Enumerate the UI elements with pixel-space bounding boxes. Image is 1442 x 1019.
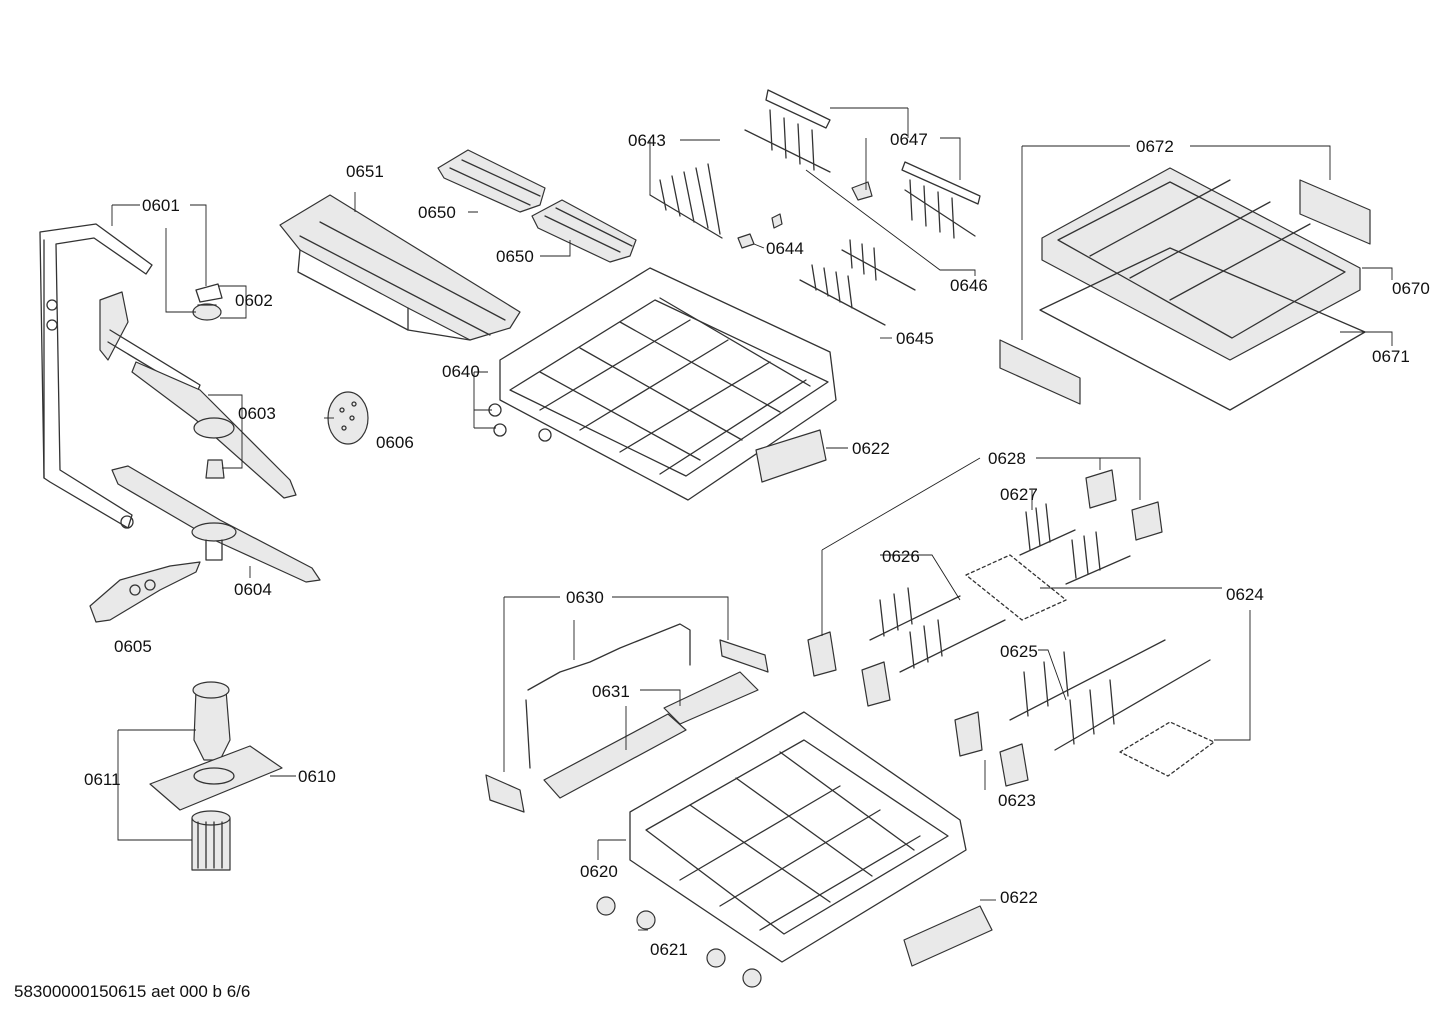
label-0631: 0631 <box>592 682 630 701</box>
wheels-drawing <box>596 896 762 988</box>
lower-basket-drawing <box>629 711 967 963</box>
part-labels: 0601 0602 0603 0604 0605 0606 0610 0611 … <box>84 130 1430 959</box>
label-0622-upper: 0622 <box>852 439 890 458</box>
label-0622-lower: 0622 <box>1000 888 1038 907</box>
label-0623: 0623 <box>998 791 1036 810</box>
cover-plate-drawing <box>89 561 201 623</box>
label-0645: 0645 <box>896 329 934 348</box>
rack-0647-side-drawing <box>901 161 981 239</box>
small-tray-drawing-upper <box>437 149 546 213</box>
label-0604: 0604 <box>234 580 272 599</box>
tine-racks-drawing <box>807 469 1211 787</box>
cutlery-tray-drawing <box>279 194 521 341</box>
rack-0643-drawing <box>649 163 723 239</box>
label-0650-upper: 0650 <box>418 203 456 222</box>
label-0620: 0620 <box>580 862 618 881</box>
label-0605: 0605 <box>114 637 152 656</box>
label-0643: 0643 <box>628 131 666 150</box>
label-0644: 0644 <box>766 239 804 258</box>
small-tray-drawing-lower <box>531 199 637 263</box>
upper-handle-drawing <box>755 429 827 483</box>
upper-basket-drawing <box>488 267 837 501</box>
label-0606: 0606 <box>376 433 414 452</box>
lower-handle-drawing <box>903 905 993 967</box>
nozzle-drawing <box>192 283 223 321</box>
cutlery-drawer-drawing <box>999 167 1371 411</box>
tray-0631-drawing <box>543 671 759 799</box>
label-0640: 0640 <box>442 362 480 381</box>
spray-pipe-drawing <box>39 223 153 529</box>
label-0625: 0625 <box>1000 642 1038 661</box>
lower-spray-arm-drawing <box>111 465 321 583</box>
leader-lines <box>111 107 1393 931</box>
rail-0630-drawing <box>485 623 769 813</box>
label-0672: 0672 <box>1136 137 1174 156</box>
label-0601: 0601 <box>142 196 180 215</box>
rack-0647-top-drawing <box>744 89 831 173</box>
label-0627: 0627 <box>1000 485 1038 504</box>
label-0624: 0624 <box>1226 585 1264 604</box>
document-id-footer: 58300000150615 aet 000 b 6/6 <box>14 982 250 1001</box>
label-0671: 0671 <box>1372 347 1410 366</box>
label-0611: 0611 <box>84 770 121 789</box>
upper-spray-arm-drawing <box>99 291 297 499</box>
sump-filter-drawing <box>149 681 283 871</box>
label-0670: 0670 <box>1392 279 1430 298</box>
label-0603: 0603 <box>238 404 276 423</box>
label-0630: 0630 <box>566 588 604 607</box>
clip-group-drawing <box>965 554 1215 777</box>
label-0650-lower: 0650 <box>496 247 534 266</box>
label-0621: 0621 <box>650 940 688 959</box>
label-0602: 0602 <box>235 291 273 310</box>
label-0626: 0626 <box>882 547 920 566</box>
label-0628: 0628 <box>988 449 1026 468</box>
label-0646: 0646 <box>950 276 988 295</box>
clips-0644-drawing <box>737 181 873 249</box>
label-0651: 0651 <box>346 162 384 181</box>
rack-0645-drawing <box>799 239 916 326</box>
label-0647: 0647 <box>890 130 928 149</box>
label-0610: 0610 <box>298 767 336 786</box>
